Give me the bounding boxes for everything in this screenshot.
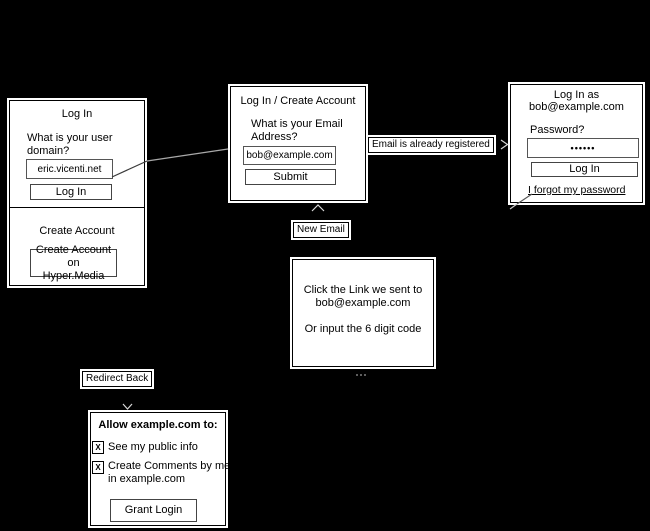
screen-title: Log In xyxy=(61,108,93,120)
create-account-button-line2: Hyper.Media xyxy=(42,269,105,282)
create-account-button-line1: Create Account on xyxy=(35,243,112,269)
create-comments-scope-line2: in example.com xyxy=(108,473,186,485)
screen-title: Log In / Create Account xyxy=(240,95,356,107)
submit-button-label: Submit xyxy=(273,170,308,183)
arrowhead-new-email-icon xyxy=(311,204,325,212)
question-text-line2: Address? xyxy=(251,131,298,143)
submit-button[interactable]: Submit xyxy=(245,169,336,185)
question-text-line2: domain? xyxy=(27,145,70,157)
login-button[interactable]: Log In xyxy=(531,162,638,177)
connector-domain-to-email xyxy=(146,148,229,162)
screen-password-login: Log In as bob@example.com Password? Log … xyxy=(508,82,645,205)
verify-text-line3: Or input the 6 digit code xyxy=(304,323,422,335)
edge-label-new-email: New Email xyxy=(293,222,349,238)
screen-domain-login: Log In What is your user domain? Log In … xyxy=(7,98,147,288)
create-comments-scope-line1: Create Comments by me xyxy=(108,460,231,472)
password-input[interactable] xyxy=(527,138,639,158)
verify-text-line2: bob@example.com xyxy=(315,297,411,309)
grant-login-button[interactable]: Grant Login xyxy=(110,499,197,522)
public-info-scope-label: See my public info xyxy=(108,441,198,453)
question-text-line1: What is your Email xyxy=(251,118,343,130)
create-account-button[interactable]: Create Account on Hyper.Media xyxy=(30,244,117,282)
create-account-title: Create Account xyxy=(39,225,115,237)
edge-label-email-registered: Email is already registered xyxy=(368,137,494,153)
verify-text-line1: Click the Link we sent to xyxy=(303,284,423,296)
grant-title: Allow example.com to: xyxy=(98,419,218,431)
edge-label-redirect-back: Redirect Back xyxy=(82,371,153,387)
user-domain-input[interactable] xyxy=(26,159,113,179)
section-divider xyxy=(9,207,145,208)
email-input[interactable] xyxy=(243,146,336,165)
forgot-password-link[interactable]: I forgot my password xyxy=(528,184,626,196)
screen-grant-access: Allow example.com to: X See my public in… xyxy=(88,410,231,528)
create-comments-checkbox-icon[interactable]: X xyxy=(92,461,104,474)
screen-title-line2: bob@example.com xyxy=(529,101,624,113)
grant-login-button-label: Grant Login xyxy=(124,504,183,516)
login-button-label: Log In xyxy=(569,163,600,175)
login-button[interactable]: Log In xyxy=(30,184,112,200)
public-info-checkbox-icon[interactable]: X xyxy=(92,441,104,454)
arrowhead-redirect-back-icon xyxy=(122,403,133,410)
box-border xyxy=(292,259,434,367)
arrowhead-email-registered-icon xyxy=(500,139,509,150)
question-text-line1: What is your user xyxy=(27,132,113,144)
password-label: Password? xyxy=(530,124,585,136)
screen-email-verification: Click the Link we sent to bob@example.co… xyxy=(290,257,436,369)
screen-title-line1: Log In as xyxy=(553,89,600,101)
screen-email-entry: Log In / Create Account What is your Ema… xyxy=(228,84,368,203)
login-button-label: Log In xyxy=(55,185,87,198)
